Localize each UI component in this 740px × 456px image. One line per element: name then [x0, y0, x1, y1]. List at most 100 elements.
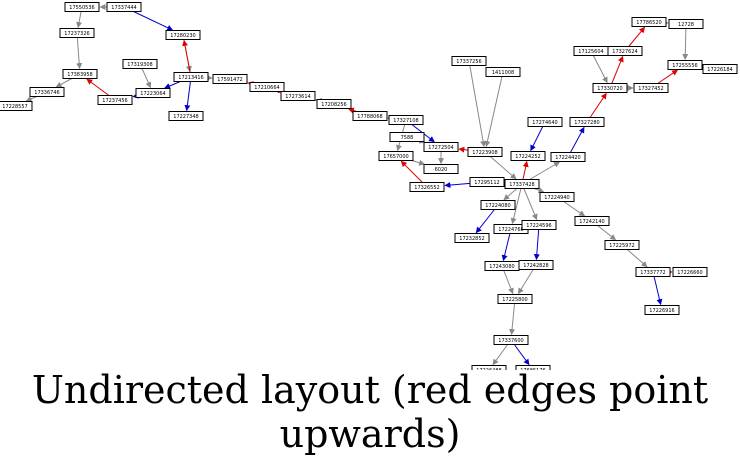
- graph-node[interactable]: 17327624: [608, 47, 642, 56]
- graph-node[interactable]: 17255556: [668, 61, 702, 70]
- graph-node[interactable]: 17223064: [136, 89, 170, 98]
- node-label: 17224252: [515, 154, 540, 160]
- edge-1411008-17223908: [486, 77, 502, 147]
- graph-node[interactable]: 17232852: [455, 234, 489, 243]
- edge-17337428-17224252: [523, 161, 527, 179]
- edge-17224940-17242140: [564, 202, 585, 216]
- graph-node[interactable]: 17224940: [540, 193, 574, 202]
- node-label: 17223908: [472, 150, 497, 156]
- edge-17225800-17337600: [512, 304, 515, 335]
- graph-node[interactable]: 17591472: [213, 75, 247, 84]
- graph-node[interactable]: 17237456: [98, 96, 132, 105]
- graph-node[interactable]: 17337428: [505, 180, 539, 189]
- node-label: 17243080: [489, 264, 514, 270]
- graph-node[interactable]: 17224420: [551, 153, 585, 162]
- graph-node[interactable]: 17337772: [636, 268, 670, 277]
- graph-node[interactable]: 17125604: [574, 47, 608, 56]
- graph-node[interactable]: 17550536: [65, 3, 99, 12]
- edge-17242140-17225972: [598, 226, 616, 240]
- node-label: 17228557: [2, 104, 27, 110]
- edge-17213416-17280230: [184, 40, 190, 72]
- node-label: 17210664: [254, 85, 279, 91]
- graph-node[interactable]: 17208256: [317, 100, 351, 109]
- node-label: 17591472: [217, 77, 242, 83]
- graph-node[interactable]: 17326552: [410, 183, 444, 192]
- node-label: 17224080: [485, 203, 510, 209]
- graph-node[interactable]: 17336746: [30, 88, 64, 97]
- graph-node[interactable]: 1411008: [486, 68, 520, 77]
- graph-node[interactable]: 17242140: [575, 217, 609, 226]
- graph-node[interactable]: 17227348: [169, 112, 203, 121]
- node-label: 17224420: [555, 155, 580, 161]
- node-label: 17327280: [574, 120, 599, 126]
- graph-node[interactable]: 17243080: [485, 262, 519, 271]
- node-label: 17383958: [67, 72, 92, 78]
- graph-node[interactable]: 17274640: [528, 118, 562, 127]
- graph-node[interactable]: 17223908: [468, 148, 502, 157]
- node-label: 17232852: [459, 236, 484, 242]
- node-label: 17237456: [102, 98, 127, 104]
- graph-node[interactable]: 17213416: [174, 73, 208, 82]
- graph-node[interactable]: 17224080: [481, 201, 515, 210]
- edge-17224080-17232852: [476, 210, 494, 233]
- node-label: 17337256: [456, 59, 481, 65]
- node-label: 17242828: [523, 263, 548, 269]
- edge-17336746-17228557: [26, 97, 37, 102]
- graph-node[interactable]: 17228557: [0, 102, 32, 111]
- edge-17383958-17336746: [56, 79, 72, 88]
- node-label: 17226660: [677, 270, 702, 276]
- graph-node[interactable]: 17383958: [63, 70, 97, 79]
- graph-node[interactable]: 17224596: [522, 221, 556, 230]
- edge-17337600-17685176: [514, 345, 529, 365]
- node-label: 17274640: [532, 120, 557, 126]
- edge-17550536-17237326: [78, 12, 81, 28]
- node-label: 17337428: [509, 182, 534, 188]
- graph-node[interactable]: 17224252: [511, 152, 545, 161]
- node-label: 17337600: [498, 338, 523, 344]
- node-label: 17786520: [636, 20, 661, 26]
- edge-17237456-17383958: [87, 79, 109, 95]
- edge-17327452-17255556: [658, 70, 678, 83]
- edge-17224596-17242828: [536, 230, 538, 260]
- node-label: 17225972: [609, 243, 634, 249]
- node-label: 17550536: [69, 5, 94, 11]
- graph-node[interactable]: 17225972: [605, 241, 639, 250]
- graph-node[interactable]: 17327452: [634, 84, 668, 93]
- node-label: 17208256: [321, 102, 346, 108]
- graph-node[interactable]: 17226660: [673, 268, 707, 277]
- edge-17223908-17272504: [459, 149, 468, 150]
- graph-node[interactable]: 17226916: [645, 306, 679, 315]
- graph-node[interactable]: 17786520: [632, 18, 666, 27]
- graph-node[interactable]: 17337444: [107, 3, 141, 12]
- graph-node[interactable]: 17272504: [424, 143, 458, 152]
- edge-17330720-17327624: [612, 56, 623, 83]
- edge-17274640-17224252: [531, 127, 543, 151]
- graph-node[interactable]: 17327280: [570, 118, 604, 127]
- graph-node[interactable]: 17273614: [281, 92, 315, 101]
- graph-node[interactable]: 17242828: [519, 261, 553, 270]
- graph-node[interactable]: 6020: [424, 165, 458, 174]
- graph-node[interactable]: 17280230: [166, 31, 200, 40]
- graph-node[interactable]: 17788068: [353, 112, 387, 121]
- graph-node[interactable]: 17210664: [250, 83, 284, 92]
- node-label: 17788068: [357, 114, 382, 120]
- graph-node[interactable]: 17319308: [123, 60, 157, 69]
- edge-17327624-17786520: [629, 27, 645, 46]
- node-label: 17327624: [612, 49, 637, 55]
- graph-node[interactable]: 17295112: [470, 178, 504, 187]
- graph-node[interactable]: 17657000: [379, 152, 413, 161]
- graph-node[interactable]: 17330720: [593, 84, 627, 93]
- graph-node[interactable]: 17237326: [60, 29, 94, 38]
- graph-node[interactable]: 7588: [390, 133, 424, 142]
- node-label: 17295112: [474, 180, 499, 186]
- graph-node[interactable]: 12728: [669, 20, 703, 29]
- graph-node[interactable]: 17337256: [452, 57, 486, 66]
- edge-17657000-6020: [412, 161, 425, 165]
- graph-node[interactable]: 17337600: [494, 336, 528, 345]
- graph-node[interactable]: 17226184: [703, 65, 737, 74]
- node-label: 17337444: [111, 5, 136, 11]
- node-label: 17280230: [170, 33, 195, 39]
- graph-node[interactable]: 17225800: [498, 295, 532, 304]
- graph-node[interactable]: 17327108: [389, 116, 423, 125]
- node-label: 12728: [678, 22, 694, 28]
